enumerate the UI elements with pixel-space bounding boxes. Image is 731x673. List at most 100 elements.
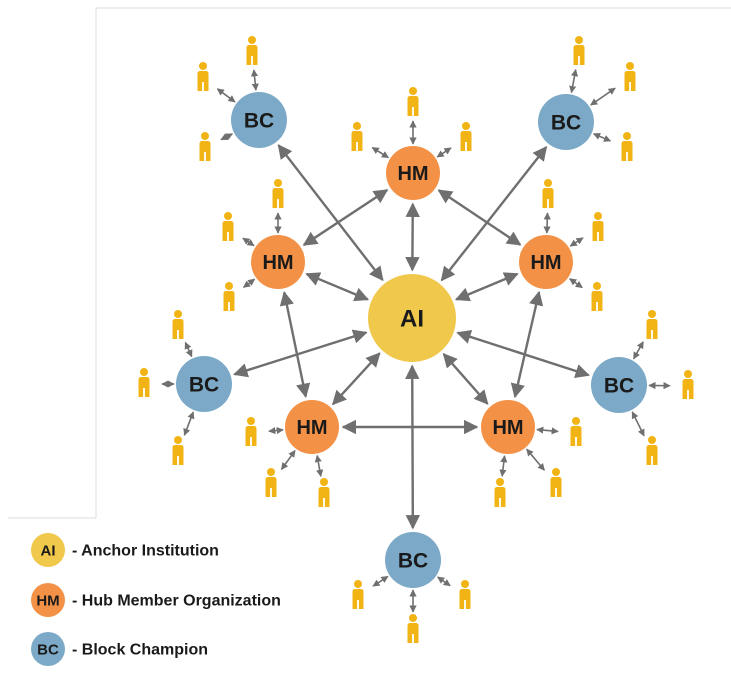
legend-item-hub: HM - Hub Member Organization xyxy=(31,583,281,617)
block-champion-node-circle xyxy=(385,532,441,588)
arrow-hm-hm-1-2 xyxy=(302,189,389,246)
arrow-ai-hm-3 xyxy=(454,272,519,302)
arrow-ai-hm-5 xyxy=(442,352,489,405)
arrow-hm-hm-2-4 xyxy=(279,290,311,399)
hub-member-node-label: HM xyxy=(397,163,428,185)
arrow-person-4 xyxy=(569,68,579,94)
person-icon xyxy=(592,212,604,241)
person-icon xyxy=(550,468,562,497)
person-icon xyxy=(460,122,472,151)
legend-text: - Anchor Institution xyxy=(72,543,219,560)
legend-key: BC xyxy=(37,642,59,659)
person-icon xyxy=(570,417,582,446)
arrow-person-16 xyxy=(184,341,193,358)
arrow-ai-hm-4 xyxy=(331,352,381,406)
hub-member-node: HM xyxy=(519,235,573,289)
person-icon xyxy=(407,614,419,643)
person-icon xyxy=(223,282,235,311)
block-champion-node-circle xyxy=(591,357,647,413)
hub-member-node: HM xyxy=(251,235,305,289)
hub-member-node: HM xyxy=(481,400,535,454)
person-icon xyxy=(591,282,603,311)
hub-member-node-label: HM xyxy=(296,417,327,439)
arrow-person-23 xyxy=(280,449,296,470)
person-icon xyxy=(245,417,257,446)
person-icon xyxy=(318,478,330,507)
person-icon xyxy=(494,478,506,507)
hub-member-node: HM xyxy=(285,400,339,454)
person-icon xyxy=(621,132,633,161)
person-icon xyxy=(265,468,277,497)
block-champion-node: BC xyxy=(591,357,647,413)
anchor-institution-node-label: AI xyxy=(400,306,424,333)
block-champion-node-label: BC xyxy=(398,550,428,573)
legend-item-block: BC - Block Champion xyxy=(31,632,208,666)
legend-swatch xyxy=(31,583,65,617)
arrow-person-3 xyxy=(220,133,234,141)
arrow-person-6 xyxy=(592,132,612,142)
arrow-person-2 xyxy=(216,88,236,103)
hub-member-node-label: HM xyxy=(492,417,523,439)
block-champion-node: BC xyxy=(176,356,232,412)
arrow-person-8 xyxy=(371,146,390,159)
person-icon xyxy=(172,436,184,465)
arrow-person-19 xyxy=(632,341,644,360)
arrow-person-26 xyxy=(499,455,508,477)
person-icon xyxy=(646,310,658,339)
person-icon xyxy=(542,179,554,208)
block-champion-node-label: BC xyxy=(551,112,581,135)
arrow-person-27 xyxy=(526,448,546,471)
legend-swatch xyxy=(31,533,65,567)
block-champion-node-label: BC xyxy=(244,110,274,133)
arrow-ai-bc-5 xyxy=(405,364,421,530)
person-icon xyxy=(246,36,258,65)
arrow-hm-hm-1-3 xyxy=(437,189,522,246)
connection-arrows xyxy=(233,144,590,530)
legend-item-anchor: AI - Anchor Institution xyxy=(31,533,219,567)
person-icon xyxy=(682,370,694,399)
block-champion-node-circle xyxy=(231,92,287,148)
arrow-person-1 xyxy=(250,69,259,91)
arrow-ai-bc-4 xyxy=(456,329,590,379)
arrow-ai-hm-2 xyxy=(305,272,370,302)
person-icon xyxy=(624,62,636,91)
person-icon xyxy=(352,580,364,609)
legend-key: HM xyxy=(36,593,59,610)
hub-member-node-circle xyxy=(251,235,305,289)
arrow-person-9 xyxy=(436,147,452,158)
arrow-person-28 xyxy=(372,575,389,587)
people-group xyxy=(138,36,694,643)
person-icon xyxy=(222,212,234,241)
person-icon xyxy=(272,179,284,208)
arrow-person-21 xyxy=(631,411,645,437)
arrow-person-5 xyxy=(590,87,616,106)
legend-key: AI xyxy=(41,543,56,560)
person-icon xyxy=(646,436,658,465)
arrow-person-12 xyxy=(242,278,256,288)
block-champion-node-circle xyxy=(176,356,232,412)
arrow-person-25 xyxy=(536,426,559,435)
anchor-institution-node: AI xyxy=(368,274,456,362)
block-champion-node-label: BC xyxy=(189,374,219,397)
person-icon xyxy=(459,580,471,609)
hub-member-node-circle xyxy=(519,235,573,289)
block-champion-node: BC xyxy=(385,532,441,588)
arrow-person-11 xyxy=(242,237,255,247)
arrow-person-13 xyxy=(543,212,551,234)
person-icon xyxy=(407,87,419,116)
hub-member-node-label: HM xyxy=(262,252,293,274)
node-group: AI HM HM HM HM HM BC BC BC BC BC xyxy=(176,92,647,588)
arrow-person-30 xyxy=(437,576,451,587)
person-icon xyxy=(138,368,150,397)
hub-member-node: HM xyxy=(386,146,440,200)
anchor-institution-node-circle xyxy=(368,274,456,362)
arrow-person-14 xyxy=(569,237,584,247)
block-champion-node: BC xyxy=(231,92,287,148)
hub-member-node-circle xyxy=(481,400,535,454)
legend-text: - Block Champion xyxy=(72,642,208,659)
legend-text: - Hub Member Organization xyxy=(72,593,281,610)
block-champion-node-label: BC xyxy=(604,375,634,398)
arrow-hm-hm-3-5 xyxy=(510,290,544,399)
